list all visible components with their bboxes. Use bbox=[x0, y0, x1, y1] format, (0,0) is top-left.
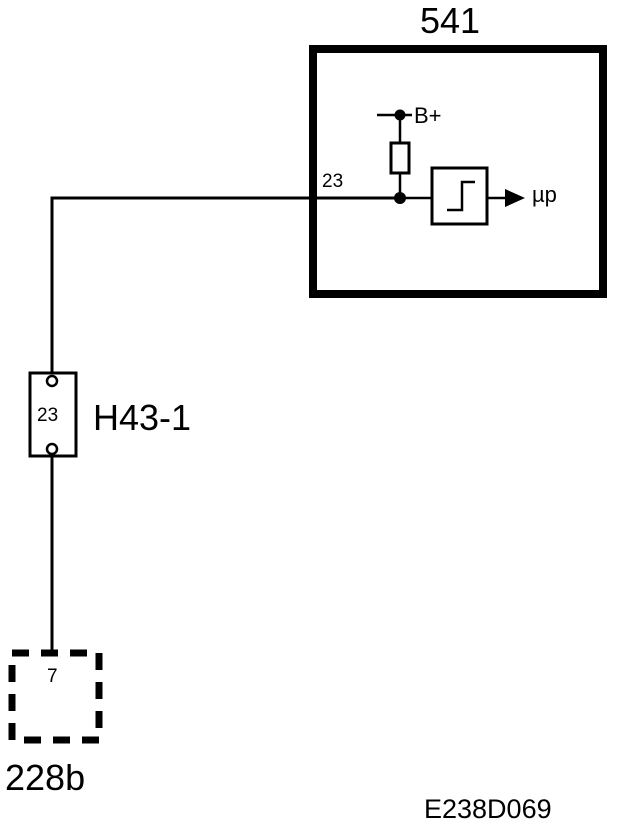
pullup-resistor bbox=[389, 141, 411, 175]
schmitt-trigger-symbol bbox=[447, 180, 475, 212]
component-pin-label: 7 bbox=[47, 666, 58, 687]
connector-name-label: H43-1 bbox=[93, 397, 191, 438]
connector-pin-label: 23 bbox=[37, 405, 58, 426]
module-pin-label: 23 bbox=[322, 171, 343, 192]
supply-label: B+ bbox=[414, 103, 442, 128]
signal-wire-upper bbox=[50, 196, 400, 373]
output-arrow-icon bbox=[505, 189, 525, 207]
schmitt-trigger-buffer bbox=[430, 166, 489, 226]
connector-terminal-top bbox=[45, 374, 59, 388]
figure-code: E238D069 bbox=[424, 794, 552, 824]
module-541-label: 541 bbox=[420, 0, 480, 41]
connector-terminal-bottom bbox=[45, 442, 59, 456]
component-228b-label: 228b bbox=[5, 757, 85, 798]
module-541-box bbox=[309, 45, 607, 298]
component-228b-box bbox=[8, 649, 103, 744]
microprocessor-label: µp bbox=[532, 182, 557, 207]
